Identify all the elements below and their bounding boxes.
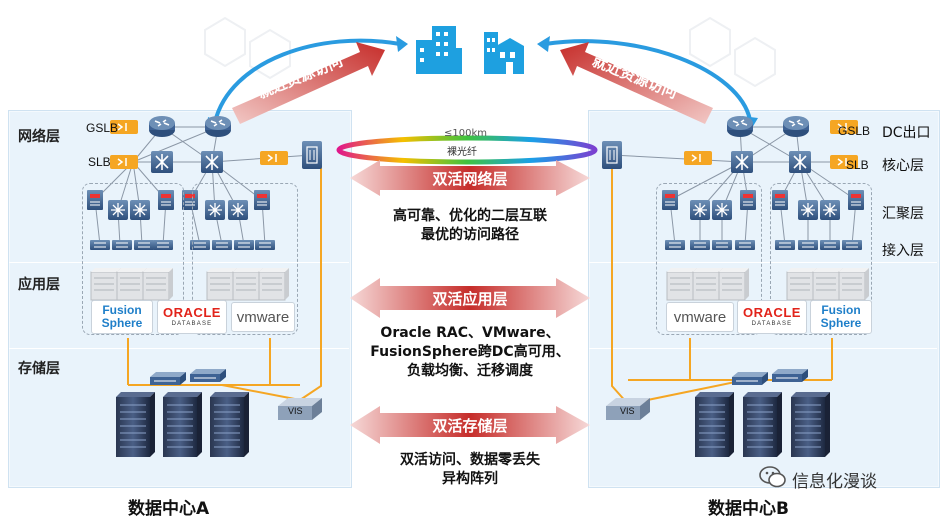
dc-a-divider-2 — [9, 348, 349, 349]
dc-b-slb-label: SLB — [846, 158, 869, 172]
dc-a-layer-network: 网络层 — [18, 129, 60, 145]
dc-a-name: 数据中心A — [128, 499, 210, 519]
dc-a-group-left — [82, 183, 184, 335]
building-icon-right — [484, 32, 524, 74]
fiber-type-label: 裸光纤 — [447, 147, 477, 158]
dc-b-vmware-logo: vmware — [666, 302, 734, 332]
dc-b-gslb-label: GSLB — [838, 124, 871, 138]
access-arrow-right — [560, 42, 713, 124]
network-layer-title: 双活网络层 — [432, 170, 508, 188]
building-icon-left — [416, 26, 462, 74]
dc-b-divider-2 — [589, 348, 937, 349]
dc-b-label-agg: 汇聚层 — [882, 206, 924, 222]
access-arc-left-head — [396, 36, 408, 52]
dc-b-group-right — [770, 183, 872, 335]
dc-a-divider-1 — [9, 262, 349, 263]
app-arrow — [350, 278, 590, 318]
dc-b-oracle-logo: ORACLE DATABASE — [737, 300, 807, 334]
fiber-link — [336, 135, 598, 165]
app-desc-line1: Oracle RAC、VMware、 — [380, 325, 560, 341]
dc-b-vis-label: VIS — [620, 406, 635, 416]
access-arrow-left — [232, 42, 385, 124]
dc-b-name: 数据中心B — [708, 499, 789, 519]
storage-desc-line1: 双活访问、数据零丢失 — [400, 452, 540, 468]
fiber-distance-label: ≤100km — [444, 128, 487, 139]
network-desc-line2: 最优的访问路径 — [421, 227, 519, 243]
watermark-text: 信息化漫谈 — [792, 472, 877, 492]
storage-layer-title: 双活存储层 — [432, 417, 508, 435]
storage-desc-line2: 异构阵列 — [442, 471, 498, 487]
dc-b-label-exit: DC出口 — [882, 125, 931, 141]
dc-a-gslb-label: GSLB — [86, 121, 119, 135]
dc-a-layer-app: 应用层 — [18, 277, 60, 293]
access-arc-right — [544, 39, 752, 121]
wechat-icon — [759, 466, 786, 488]
access-arc-left — [213, 38, 401, 123]
dc-a-slb-label: SLB — [88, 155, 111, 169]
app-desc-line2: FusionSphere跨DC高可用、 — [370, 344, 570, 360]
dc-b-label-core: 核心层 — [882, 158, 924, 174]
dc-b-divider-1 — [589, 262, 937, 263]
app-desc-line3: 负载均衡、迁移调度 — [407, 363, 533, 379]
app-layer-title: 双活应用层 — [432, 290, 508, 308]
dc-a-vmware-logo: vmware — [231, 302, 295, 332]
network-desc-line1: 高可靠、优化的二层互联 — [393, 208, 547, 224]
dc-b-label-access: 接入层 — [882, 243, 924, 259]
storage-arrow — [350, 406, 590, 444]
dc-a-layer-storage: 存储层 — [18, 361, 60, 377]
network-arrow — [350, 160, 590, 196]
dc-a-vis-label: VIS — [288, 406, 303, 416]
dc-a-oracle-logo: ORACLE DATABASE — [157, 300, 227, 334]
dc-a-group-right — [192, 183, 298, 335]
dc-b-group-left — [656, 183, 762, 335]
